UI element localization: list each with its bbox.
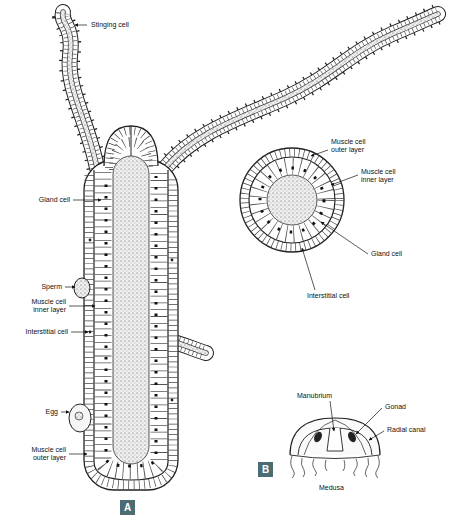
tentacle: [63, 12, 97, 168]
part-label: Sperm: [40, 283, 63, 291]
part-label: Muscle cell outer layer: [330, 138, 376, 154]
part-label: Muscle cell inner layer: [360, 168, 406, 184]
part-label: Muscle cell inner layer: [21, 298, 67, 314]
part-label: Egg: [45, 408, 59, 416]
panel-letter-box: B: [258, 462, 273, 477]
medusa-figure: [290, 418, 380, 478]
part-label: Interstitial cell: [25, 328, 69, 336]
part-label: Gland cell: [38, 196, 71, 204]
egg: [69, 404, 91, 432]
panel-letter-box: A: [120, 500, 135, 515]
part-label: Radial canal: [386, 426, 427, 434]
part-label: Interstitial cell: [306, 292, 350, 300]
part-label: Manubrium: [296, 392, 333, 400]
cross-section: [240, 148, 344, 252]
panel-letter: A: [124, 503, 131, 513]
body-column: [84, 126, 178, 490]
leader-line: [61, 25, 384, 454]
tentacle: [165, 14, 438, 168]
part-label: Muscle cell outer layer: [21, 446, 67, 462]
part-label: Gonad: [384, 403, 407, 411]
panel-letter: B: [262, 465, 269, 475]
part-label: Medusa: [318, 484, 345, 492]
sperm-bulge: [74, 278, 90, 298]
part-label: Gland cell: [370, 250, 403, 258]
part-label: Stinging cell: [90, 21, 130, 29]
